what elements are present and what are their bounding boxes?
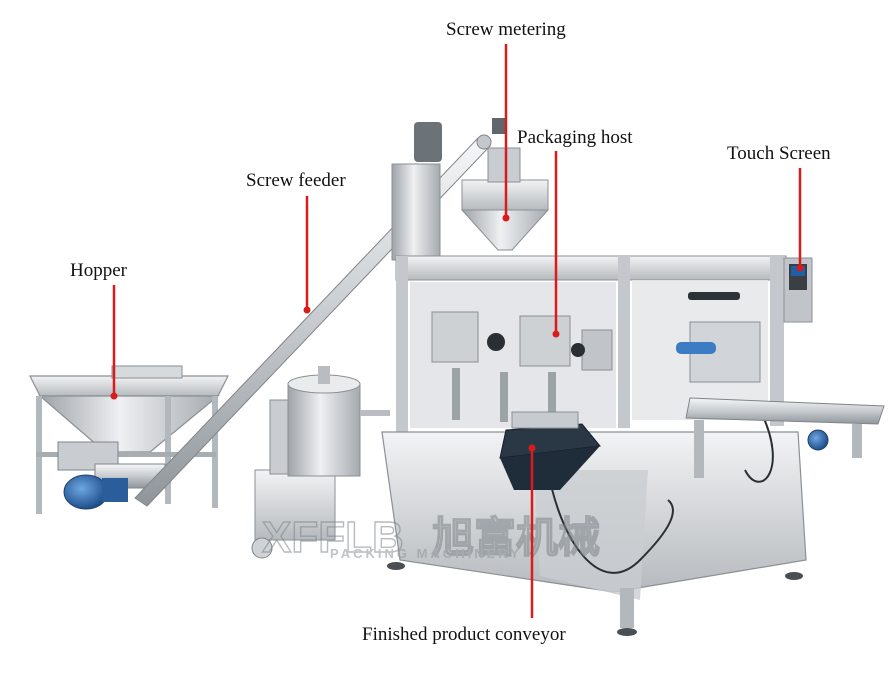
front-conveyor — [499, 411, 601, 490]
label-screw-feeder: Screw feeder — [246, 170, 346, 191]
tank-cart — [251, 366, 390, 559]
watermark: XFFLB 旭富机械 PACKING MACHINERY — [261, 512, 600, 562]
watermark-subtitle: PACKING MACHINERY — [330, 546, 522, 561]
label-touch-screen: Touch Screen — [727, 143, 831, 164]
label-hopper: Hopper — [70, 260, 127, 281]
label-screw-metering: Screw metering — [446, 19, 566, 40]
hopper-unit — [29, 365, 229, 514]
watermark-brand: XFFLB — [262, 513, 404, 562]
leader-conveyor — [528, 444, 536, 618]
leader-hopper — [110, 285, 118, 400]
leader-packaging-host — [552, 151, 560, 338]
leader-touch-screen — [796, 168, 804, 272]
leader-screw-metering — [502, 44, 510, 222]
packaging-host-body — [381, 255, 807, 636]
watermark-chinese: 旭富机械 — [432, 513, 600, 562]
leader-screw-feeder — [303, 196, 311, 314]
leader-lines — [110, 44, 804, 618]
label-packaging-host: Packaging host — [517, 127, 633, 148]
side-conveyor — [685, 397, 885, 478]
label-finished-product-conveyor: Finished product conveyor — [362, 624, 566, 645]
